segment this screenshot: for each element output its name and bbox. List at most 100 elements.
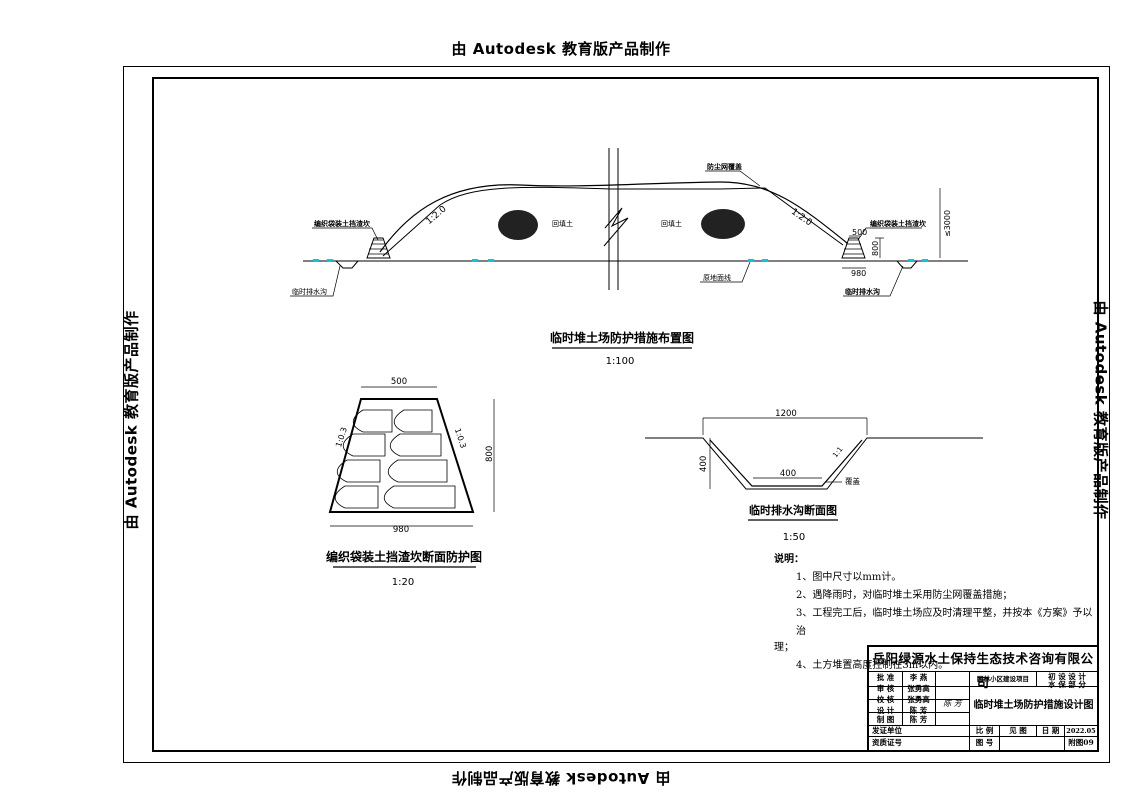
role-review: 审 核 <box>876 684 895 693</box>
tb-line <box>869 736 1097 737</box>
break-symbol <box>603 207 629 247</box>
bag-dim-height-label: 800 <box>485 446 495 462</box>
watermark-top: 由 Autodesk 教育版产品制作 <box>451 40 671 58</box>
label-ground: 原地面线 <box>703 273 731 282</box>
tb-line <box>1064 725 1065 750</box>
ground-marks <box>313 259 928 262</box>
slope-right: 1:2.0 <box>789 207 814 229</box>
role-design: 设 计 <box>876 706 895 715</box>
name-check: 张勇高 <box>907 695 930 704</box>
ditch-title: 临时排水沟断面图 <box>749 503 837 517</box>
drawing-frame <box>152 77 1099 752</box>
stage-a: 初 设 设 计 <box>1048 672 1086 681</box>
leader-dust-net <box>705 170 761 187</box>
cert-unit: 发证单位 <box>872 726 902 735</box>
note-4: 4、土方堆置高度控制在3m以内。 <box>796 660 949 671</box>
tb-line <box>869 712 969 713</box>
role-draw: 制 图 <box>876 715 895 724</box>
ditch-dim-top-label: 1200 <box>775 409 797 419</box>
label-ditch-right: 临时排水沟 <box>845 287 880 296</box>
soil-hatch-left <box>498 210 538 240</box>
dim-height-label: ≤3000 <box>943 210 952 237</box>
dust-net-curve <box>379 181 848 253</box>
bag-left-hatch <box>368 239 388 255</box>
bag-left <box>366 237 391 259</box>
label-ditch-left: 临时排水沟 <box>292 287 327 296</box>
tb-line <box>902 671 903 725</box>
bag-shapes <box>334 409 456 509</box>
name-draw: 陈 芳 <box>909 715 928 724</box>
soil-hatch-right <box>701 209 745 239</box>
bag-right <box>841 237 866 259</box>
drawing-name: 临时堆土场防护措施设计图 <box>973 700 1094 711</box>
ditch-dim-bottom-label: 400 <box>780 469 796 479</box>
label-bag-left: 编织袋装土挡渣坎 <box>314 219 371 228</box>
label-soil-left: 回填土 <box>552 219 573 228</box>
tb-line <box>1036 671 1037 686</box>
scale-label: 比 例 <box>975 726 994 735</box>
tb-line <box>935 671 936 725</box>
ditch-scale: 1:50 <box>783 532 805 543</box>
role-approve: 批 准 <box>876 673 895 682</box>
leader-ditch-left <box>290 265 341 297</box>
right-ditch <box>896 260 918 269</box>
bag-trapezoid <box>328 398 475 513</box>
tb-line <box>869 699 969 700</box>
ditch-cover <box>709 439 863 487</box>
bag-slope-right: 1:0.3 <box>453 427 468 449</box>
signature: 陈 芳 <box>943 699 962 708</box>
ditch-section: 1200 400 400 1:1 覆盖 临时排水沟断面图 1:50 <box>645 409 983 543</box>
note-1: 1、图中尺寸以mm计。 <box>796 572 902 583</box>
ditch-cover-label: 覆盖 <box>845 476 860 486</box>
name-approve: 李 燕 <box>909 673 928 682</box>
bag-section: 500 980 800 1:0.3 1:0.3 编织袋装土挡渣坎断面防护图 1:… <box>325 377 495 588</box>
date-label: 日 期 <box>1041 726 1060 735</box>
date-value: 2022.05 <box>1066 727 1096 735</box>
drawing-no-label: 图 号 <box>975 738 994 747</box>
mound-outline <box>382 186 844 257</box>
bag-slope-left: 1:0.3 <box>334 426 349 448</box>
left-ditch <box>303 260 359 269</box>
dim-800-label: 800 <box>871 241 880 256</box>
cert-no: 资质证号 <box>872 738 902 747</box>
note-3-cont: 理； <box>774 642 794 653</box>
layout-plan: 编织袋装土挡渣坎 编织袋装土挡渣坎 临时排水沟 临时排水沟 原地面线 防尘网覆盖… <box>290 148 968 367</box>
tb-line <box>969 671 970 750</box>
leader-ditch-right <box>843 265 904 297</box>
scale-value: 见 图 <box>1009 726 1027 735</box>
bag-dim-top-label: 500 <box>391 377 407 387</box>
bag-scale: 1:20 <box>392 577 414 588</box>
tb-line <box>1036 725 1037 736</box>
company-name: 岳阳绿源水土保持生态技术咨询有限公司 <box>869 647 1097 690</box>
dim-980-label: 980 <box>851 269 866 278</box>
bag-title: 编织袋装土挡渣坎断面防护图 <box>325 549 482 564</box>
label-dust-net: 防尘网覆盖 <box>707 162 742 171</box>
name-review: 张勇高 <box>907 684 930 693</box>
bag-dim-bottom-label: 980 <box>393 525 409 535</box>
dim-500-label: 500 <box>852 228 867 237</box>
leader-bag-right <box>857 227 922 241</box>
layout-scale: 1:100 <box>606 356 635 367</box>
name-design: 陈 芳 <box>909 706 928 715</box>
sheet-outer-border <box>123 66 1110 763</box>
label-bag-right: 编织袋装土挡渣坎 <box>870 219 927 228</box>
bag-right-hatch <box>843 239 863 255</box>
leader-bag-left <box>312 227 379 241</box>
note-3: 3、工程完工后，临时堆土场应及时清理平整，并按本《方案》予以治 <box>796 608 1093 637</box>
ditch-profile <box>645 437 983 490</box>
title-block: 岳阳绿源水土保持生态技术咨询有限公司 批 准 审 核 校 核 设 计 制 图 李… <box>867 645 1099 752</box>
layout-title: 临时堆土场防护措施布置图 <box>550 330 694 345</box>
role-check: 校 核 <box>876 695 895 704</box>
project-name: 园林小区建设项目 <box>977 675 1029 683</box>
ditch-dim-depth-label: 400 <box>699 456 709 472</box>
leader-ground <box>700 261 751 283</box>
tb-line <box>999 725 1000 750</box>
label-soil-right: 回填土 <box>661 219 682 228</box>
notes-title: 说明： <box>774 554 804 565</box>
stage-b: 水 保 部 分 <box>1048 680 1086 689</box>
ditch-slope: 1:1 <box>831 445 844 459</box>
note-2: 2、遇降雨时，对临时堆土采用防尘网覆盖措施； <box>796 590 1013 601</box>
drawing-no-value: 附图09 <box>1068 738 1094 747</box>
tb-line <box>869 725 1097 726</box>
